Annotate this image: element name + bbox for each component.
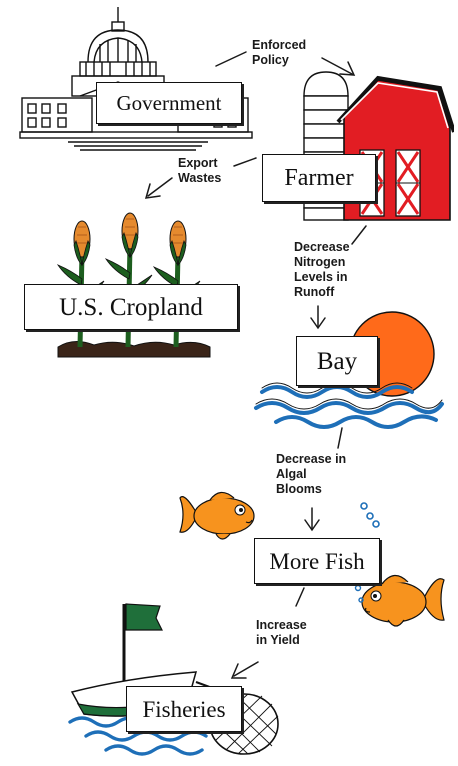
connector-line: [234, 158, 256, 166]
connector-line: [148, 178, 172, 196]
edge-label-enforced-policy: Enforced Policy: [252, 38, 306, 68]
connector-line: [322, 58, 352, 74]
edge-label-decrease-nitrogen: Decrease Nitrogen Levels in Runoff: [294, 240, 350, 300]
node-bay-label: Bay: [317, 349, 357, 374]
node-cropland-label: U.S. Cropland: [59, 295, 203, 320]
node-government: Government: [96, 82, 242, 124]
node-government-label: Government: [117, 93, 222, 114]
node-fisheries: Fisheries: [126, 686, 242, 732]
edge-label-increase-yield: Increase in Yield: [256, 618, 307, 648]
edge-label-decrease-algal: Decrease in Algal Blooms: [276, 452, 346, 497]
node-farmer: Farmer: [262, 154, 376, 202]
edge-label-export-wastes: Export Wastes: [178, 156, 221, 186]
connector-line: [338, 428, 342, 448]
connector-line: [296, 588, 304, 606]
connector-line: [352, 226, 366, 244]
node-farmer-label: Farmer: [284, 166, 353, 190]
node-cropland: U.S. Cropland: [24, 284, 238, 330]
node-bay: Bay: [296, 336, 378, 386]
connector-line: [216, 52, 246, 66]
node-more-fish: More Fish: [254, 538, 380, 584]
node-fisheries-label: Fisheries: [142, 698, 225, 721]
node-more-fish-label: More Fish: [269, 550, 364, 573]
